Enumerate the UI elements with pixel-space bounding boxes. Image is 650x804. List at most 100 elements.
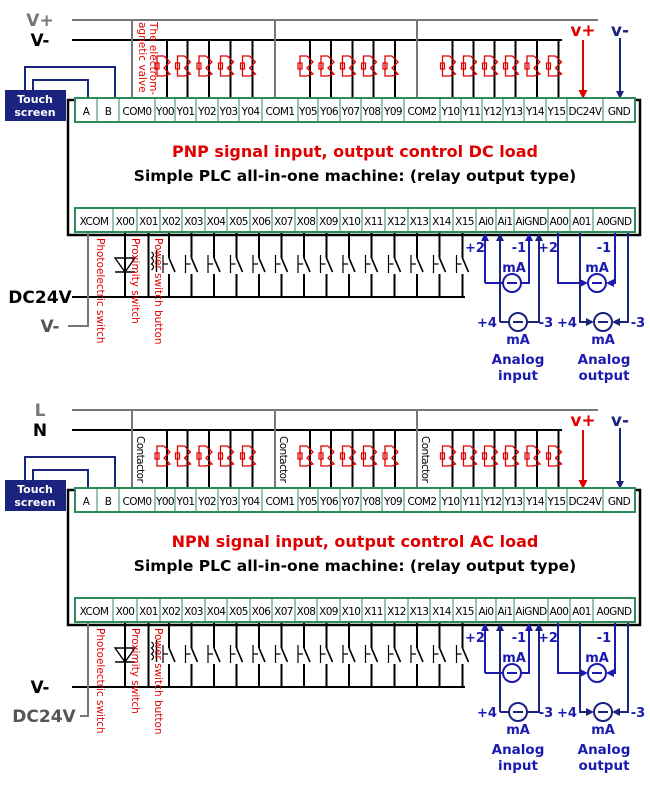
terminal-y14: Y14 [525, 106, 545, 118]
relay-coil-icon [318, 445, 336, 467]
relay-coil-zigzag [183, 445, 192, 467]
terminal-x07: X07 [274, 606, 293, 618]
terminal-a: A [83, 496, 91, 508]
terminal-x05: X05 [229, 606, 248, 618]
switch-contact-icon [303, 647, 311, 663]
switch-contact-icon [235, 647, 244, 663]
ma-label: mA [591, 723, 615, 738]
input-annotation: Power switch button [152, 628, 164, 735]
terminal-gnd: GND [608, 496, 631, 508]
terminal-aignd: AiGND [515, 216, 547, 228]
label-minus3: -3 [631, 316, 645, 331]
input-x01 [147, 623, 158, 687]
terminal-x04: X04 [207, 216, 227, 228]
switch-contact-icon [258, 257, 266, 273]
relay-coil-frame [320, 55, 328, 77]
terminal-y13: Y13 [504, 496, 523, 508]
terminal-com0: COM0 [123, 106, 152, 118]
relay-coil-icon [339, 445, 357, 467]
input-annotation: Photoelectric switch [94, 628, 106, 734]
relay-contact [217, 452, 224, 460]
switch-button-icon [387, 645, 394, 663]
a01-wire [579, 233, 594, 326]
relay-coil-frame [483, 445, 492, 467]
label-plus4: +4 [477, 706, 497, 721]
input-x01 [147, 233, 158, 297]
rail-label-top: L [35, 401, 46, 421]
relay-coil-frame [341, 445, 350, 467]
terminal-x07: X07 [274, 216, 293, 228]
relay-coil-zigzag [183, 55, 192, 77]
label-plus2: +2 [538, 631, 558, 646]
contactor-label: Contactor [277, 436, 289, 483]
relay-coil-zigzag [554, 55, 563, 77]
relay-coil-icon [154, 55, 172, 77]
label-plus2: +2 [465, 631, 485, 646]
terminal-y00: Y00 [155, 496, 174, 508]
electromagnetic-valve-label: agnetic valve [136, 22, 148, 93]
relay-coil-zigzag [448, 445, 457, 467]
switch-button-icon [252, 255, 258, 273]
relay-contact [217, 62, 224, 70]
relay-contact [196, 452, 202, 460]
aignd-wire [521, 623, 533, 674]
input-x08 [297, 233, 311, 297]
terminal-ai0: Ai0 [479, 216, 494, 228]
label-minus1: -1 [512, 241, 526, 256]
terminal-a0gnd: A0GND [597, 606, 632, 618]
switch-contact-icon [213, 257, 221, 273]
panel-subtitle: Simple PLC all-in-one machine: (relay ou… [134, 557, 576, 575]
contactor-label: Contactor [419, 436, 431, 483]
relay-coil-frame [547, 55, 556, 77]
relay-coil-icon [460, 445, 478, 467]
relay-coil-zigzag [469, 445, 478, 467]
input-annotation: Proximity switch [129, 628, 141, 714]
terminal-x13: X13 [410, 216, 429, 228]
switch-button-icon [364, 255, 371, 273]
terminal-x15: X15 [455, 216, 474, 228]
relay-contact [297, 452, 303, 460]
relay-coil-zigzag [248, 55, 257, 77]
relay-coil-icon [545, 55, 563, 77]
switch-button-icon [274, 255, 281, 273]
input-x00 [113, 233, 137, 297]
terminal-y06: Y06 [319, 106, 339, 118]
switch-contact-icon [348, 257, 356, 273]
terminal-x10: X10 [342, 216, 361, 228]
switch-contact-icon [168, 257, 176, 273]
switch-button-icon [297, 255, 303, 273]
relay-coil-icon [524, 55, 542, 77]
vminus-label: v- [611, 411, 629, 431]
relay-coil-frame [504, 55, 513, 77]
switch-contact-icon [416, 647, 424, 663]
terminal-x02: X02 [162, 606, 181, 618]
relay-coil-frame [156, 445, 164, 467]
terminal-x01: X01 [139, 216, 158, 228]
relay-contact [154, 62, 160, 70]
label-plus4: +4 [477, 316, 497, 331]
relay-coil-zigzag [205, 445, 214, 467]
relay-contact [318, 62, 324, 70]
relay-contact [502, 452, 509, 460]
input-x15 [455, 623, 470, 687]
relay-coil-frame [219, 445, 228, 467]
relay-coil-zigzag [533, 55, 542, 77]
switch-button-icon [162, 645, 168, 663]
terminal-x11: X11 [364, 216, 383, 228]
input-x13 [410, 233, 424, 297]
relay-coil-zigzag [226, 55, 235, 77]
label-plus2: +2 [465, 241, 485, 256]
input-x04 [207, 623, 221, 687]
terminal-xcom: XCOM [80, 606, 109, 618]
input-x03 [184, 623, 199, 687]
terminal-com2: COM2 [408, 496, 437, 508]
relay-coil-icon [481, 445, 499, 467]
switch-contact-icon [190, 257, 199, 273]
relay-coil-icon [297, 55, 315, 77]
terminal-com2: COM2 [408, 106, 437, 118]
touch-screen-label: screen [14, 106, 55, 119]
rs485-wire-b [24, 456, 116, 487]
relay-coil-icon [174, 445, 192, 467]
